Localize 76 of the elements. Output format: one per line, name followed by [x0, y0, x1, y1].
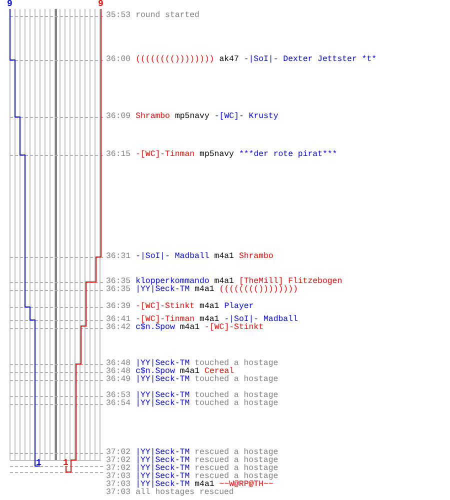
timestamp: 37:02: [106, 457, 131, 465]
event-text: touched a hostage: [194, 392, 278, 400]
weapon-name: m4a1: [214, 253, 234, 261]
player-name: -[WC]- Krusty: [214, 113, 278, 121]
player-name: -|SoI|- Madball: [224, 316, 298, 324]
player-count: 9: [7, 0, 12, 9]
event-text: touched a hostage: [194, 376, 278, 384]
player-name: Shrambo: [238, 253, 274, 261]
player-name: -[WC]-Tinman: [136, 316, 195, 324]
player-count: 1: [63, 459, 68, 468]
event-text: rescued a hostage: [194, 457, 278, 465]
weapon-name: mp5navy: [200, 151, 234, 159]
player-name: -|SoI|- Madball: [136, 253, 210, 261]
event-text: rescued a hostage: [194, 473, 278, 481]
timestamp: 36:00: [106, 56, 131, 64]
player-count: 9: [98, 0, 104, 9]
weapon-name: m4a1: [200, 316, 220, 324]
weapon-name: mp5navy: [174, 113, 210, 121]
weapon-name: m4a1: [180, 368, 200, 376]
player-name: |YY|Seck-TM: [136, 400, 190, 408]
timestamp: 36:41: [106, 316, 131, 324]
event-text: round started: [136, 12, 200, 20]
player-name: ***der rote pirat***: [238, 151, 338, 159]
player-count: 1: [36, 459, 42, 468]
player-name: |YY|Seck-TM: [136, 465, 190, 473]
player-name: Player: [224, 303, 254, 311]
weapon-name: m4a1: [194, 286, 214, 294]
timestamp: 35:53: [106, 12, 131, 20]
timestamp: 37:02: [106, 465, 131, 473]
weapon-name: m4a1: [214, 278, 234, 286]
player-name: |YY|Seck-TM: [136, 481, 190, 489]
timestamp: 37:03: [106, 473, 131, 481]
player-name: -|SoI|- Dexter Jettster *t*: [244, 56, 377, 64]
player-name: -[WC]-Tinman: [136, 151, 195, 159]
player-name: |YY|Seck-TM: [136, 473, 190, 481]
player-name: c$n.Spow: [136, 368, 175, 376]
event-text: rescued a hostage: [194, 449, 278, 457]
timestamp: 36:48: [106, 368, 131, 376]
player-name: |YY|Seck-TM: [136, 360, 190, 368]
timestamp: 36:35: [106, 286, 131, 294]
timestamp: 37:02: [106, 449, 131, 457]
weapon-name: m4a1: [200, 303, 220, 311]
player-name: [TheMill] Flitzebogen: [238, 278, 342, 286]
timestamp: 36:35: [106, 278, 131, 286]
player-name: -[WC]-Stinkt: [204, 324, 264, 332]
timestamp: 36:48: [106, 360, 131, 368]
timestamp: 36:53: [106, 392, 131, 400]
player-name: |YY|Seck-TM: [136, 457, 190, 465]
weapon-name: ak47: [219, 56, 239, 64]
player-name: c$n.Spow: [136, 324, 175, 332]
player-name: |YY|Seck-TM: [136, 376, 190, 384]
player-name: |YY|Seck-TM: [136, 449, 190, 457]
player-name: (((((((()))))))): [219, 286, 298, 294]
event-text: rescued a hostage: [194, 465, 278, 473]
weapon-name: m4a1: [180, 324, 200, 332]
event-text: touched a hostage: [194, 400, 278, 408]
timestamp: 36:09: [106, 113, 131, 121]
timestamp: 36:54: [106, 400, 131, 408]
player-name: (((((((()))))))): [136, 56, 214, 64]
player-name: Shrambo: [136, 113, 170, 121]
player-name: |YY|Seck-TM: [136, 392, 190, 400]
timestamp: 36:42: [106, 324, 131, 332]
event-text: all hostages rescued: [136, 489, 234, 497]
timestamp: 36:15: [106, 151, 131, 159]
player-name: Cereal: [204, 368, 234, 376]
timestamp: 36:39: [106, 303, 131, 311]
player-name: klopperkommando: [136, 278, 210, 286]
player-name: |YY|Seck-TM: [136, 286, 190, 294]
weapon-name: m4a1: [194, 481, 214, 489]
player-name: -[WC]-Stinkt: [136, 303, 195, 311]
timestamp: 37:03: [106, 489, 131, 497]
timestamp: 37:03: [106, 481, 131, 489]
timestamp: 36:49: [106, 376, 131, 384]
event-text: touched a hostage: [194, 360, 278, 368]
player-name: ~~W@RP@TH~~: [219, 481, 274, 489]
timestamp: 36:31: [106, 253, 131, 261]
